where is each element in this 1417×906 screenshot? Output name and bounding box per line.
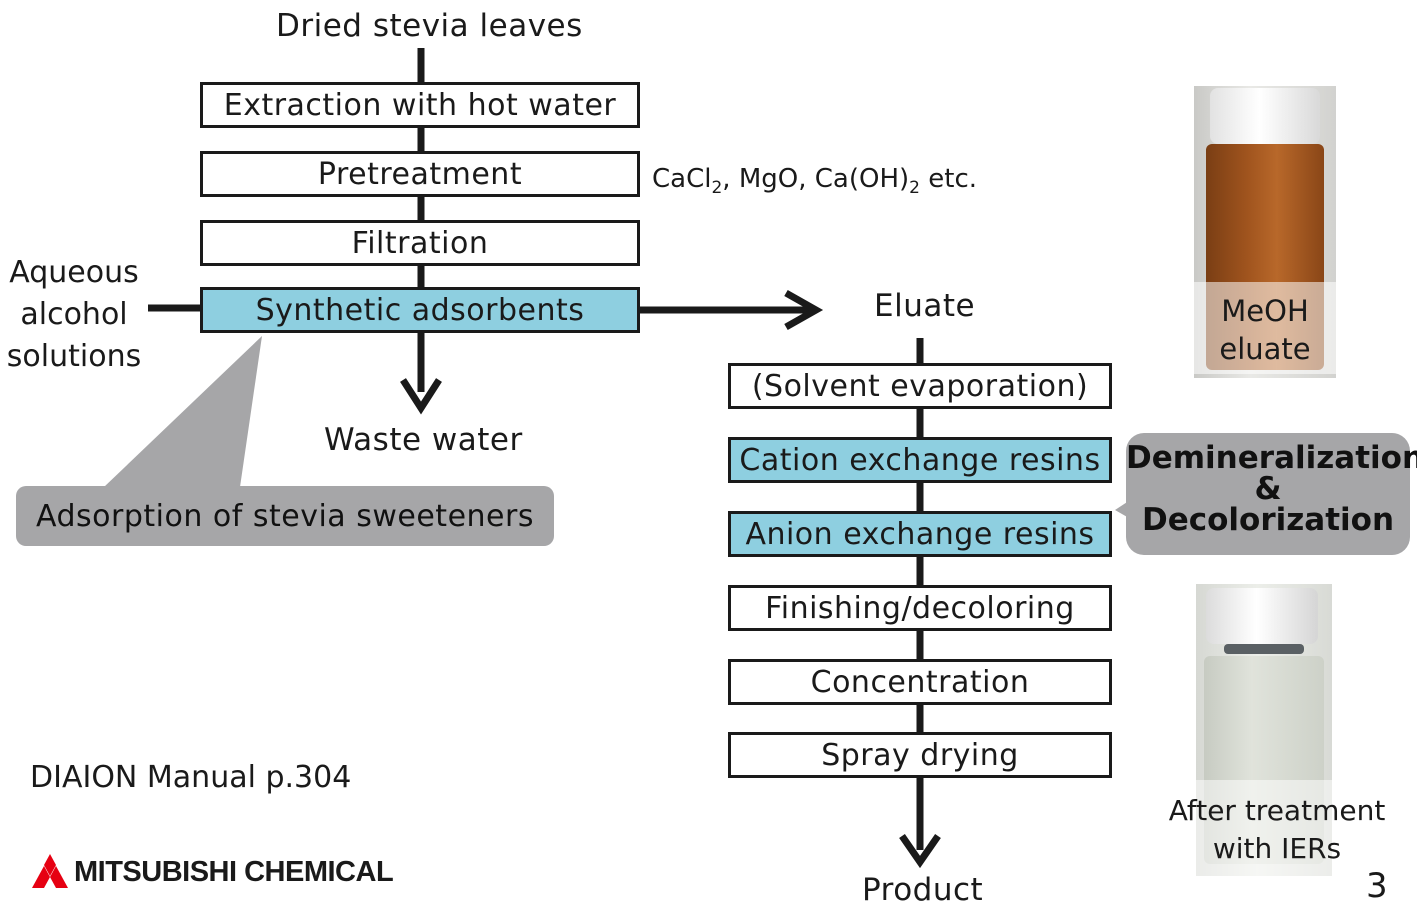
company-name: MITSUBISHI CHEMICAL <box>74 855 394 888</box>
meoh-eluate-caption: MeOH eluate <box>1194 292 1336 368</box>
side-input-line-3: solutions <box>6 339 142 374</box>
step-cation-exchange: Cation exchange resins <box>728 437 1112 483</box>
meoh-eluate-photo: MeOH eluate <box>1194 86 1336 378</box>
caption-backdrop <box>1194 282 1336 374</box>
step-synthetic-adsorbents: Synthetic adsorbents <box>200 287 640 333</box>
after-treatment-photo <box>1196 584 1332 876</box>
eluate-label: Eluate <box>874 288 976 324</box>
step-spray-drying: Spray drying <box>728 732 1112 778</box>
three-diamonds-icon <box>32 854 68 888</box>
reagent-sub-a: 2 <box>711 178 723 199</box>
step-solvent-evaporation: (Solvent evaporation) <box>728 363 1112 409</box>
vial-cap-2 <box>1206 588 1318 644</box>
waste-water-label: Waste water <box>324 422 523 458</box>
eluate-arrow-head <box>784 289 824 331</box>
caption-backdrop-2 <box>1196 780 1332 876</box>
caption-line-1: MeOH <box>1221 294 1309 328</box>
company-logo: MITSUBISHI CHEMICAL <box>30 852 394 892</box>
product-arrow-head <box>899 834 941 869</box>
adsorption-callout-pointer <box>104 336 262 487</box>
caption2-line-1: After treatment <box>1168 794 1386 827</box>
callout-line-2: & <box>1254 471 1282 507</box>
caption-line-2: eluate <box>1219 332 1311 366</box>
reagent-tail: etc. <box>919 164 977 194</box>
callout-line-1: Demineralization <box>1126 440 1417 476</box>
vial-cap <box>1210 88 1320 144</box>
demineralization-callout: Demineralization & Decolorization <box>1126 433 1417 555</box>
caption2-line-2: with IERs <box>1212 832 1342 865</box>
reagent-sub-b: 2 <box>909 178 920 199</box>
side-input-line-2: alcohol <box>20 297 128 332</box>
step-extraction: Extraction with hot water <box>200 82 640 128</box>
step-finishing: Finishing/decoloring <box>728 585 1112 631</box>
vial-rim <box>1224 644 1304 654</box>
side-input-line-1: Aqueous <box>9 255 139 290</box>
adsorption-callout: Adsorption of stevia sweeteners <box>16 486 554 546</box>
waste-arrow-head <box>400 378 442 415</box>
step-pretreatment: Pretreatment <box>200 151 640 197</box>
step-filtration: Filtration <box>200 220 640 266</box>
pretreatment-reagents: CaCl2, MgO, Ca(OH)2 etc. <box>652 164 977 198</box>
step-anion-exchange: Anion exchange resins <box>728 511 1112 557</box>
product-label: Product <box>862 872 984 906</box>
start-label: Dried stevia leaves <box>276 8 583 44</box>
reference-note: DIAION Manual p.304 <box>30 760 352 795</box>
callout-line-3: Decolorization <box>1141 502 1395 538</box>
side-input-label: Aqueous alcohol solutions <box>6 252 142 378</box>
reagent-cacl: CaCl <box>652 164 712 194</box>
page-number: 3 <box>1366 866 1388 906</box>
adsorption-callout-text: Adsorption of stevia sweeteners <box>36 498 534 534</box>
reagent-mid: , MgO, Ca(OH) <box>722 164 910 194</box>
after-treatment-caption: After treatment with IERs <box>1166 792 1388 868</box>
step-concentration: Concentration <box>728 659 1112 705</box>
